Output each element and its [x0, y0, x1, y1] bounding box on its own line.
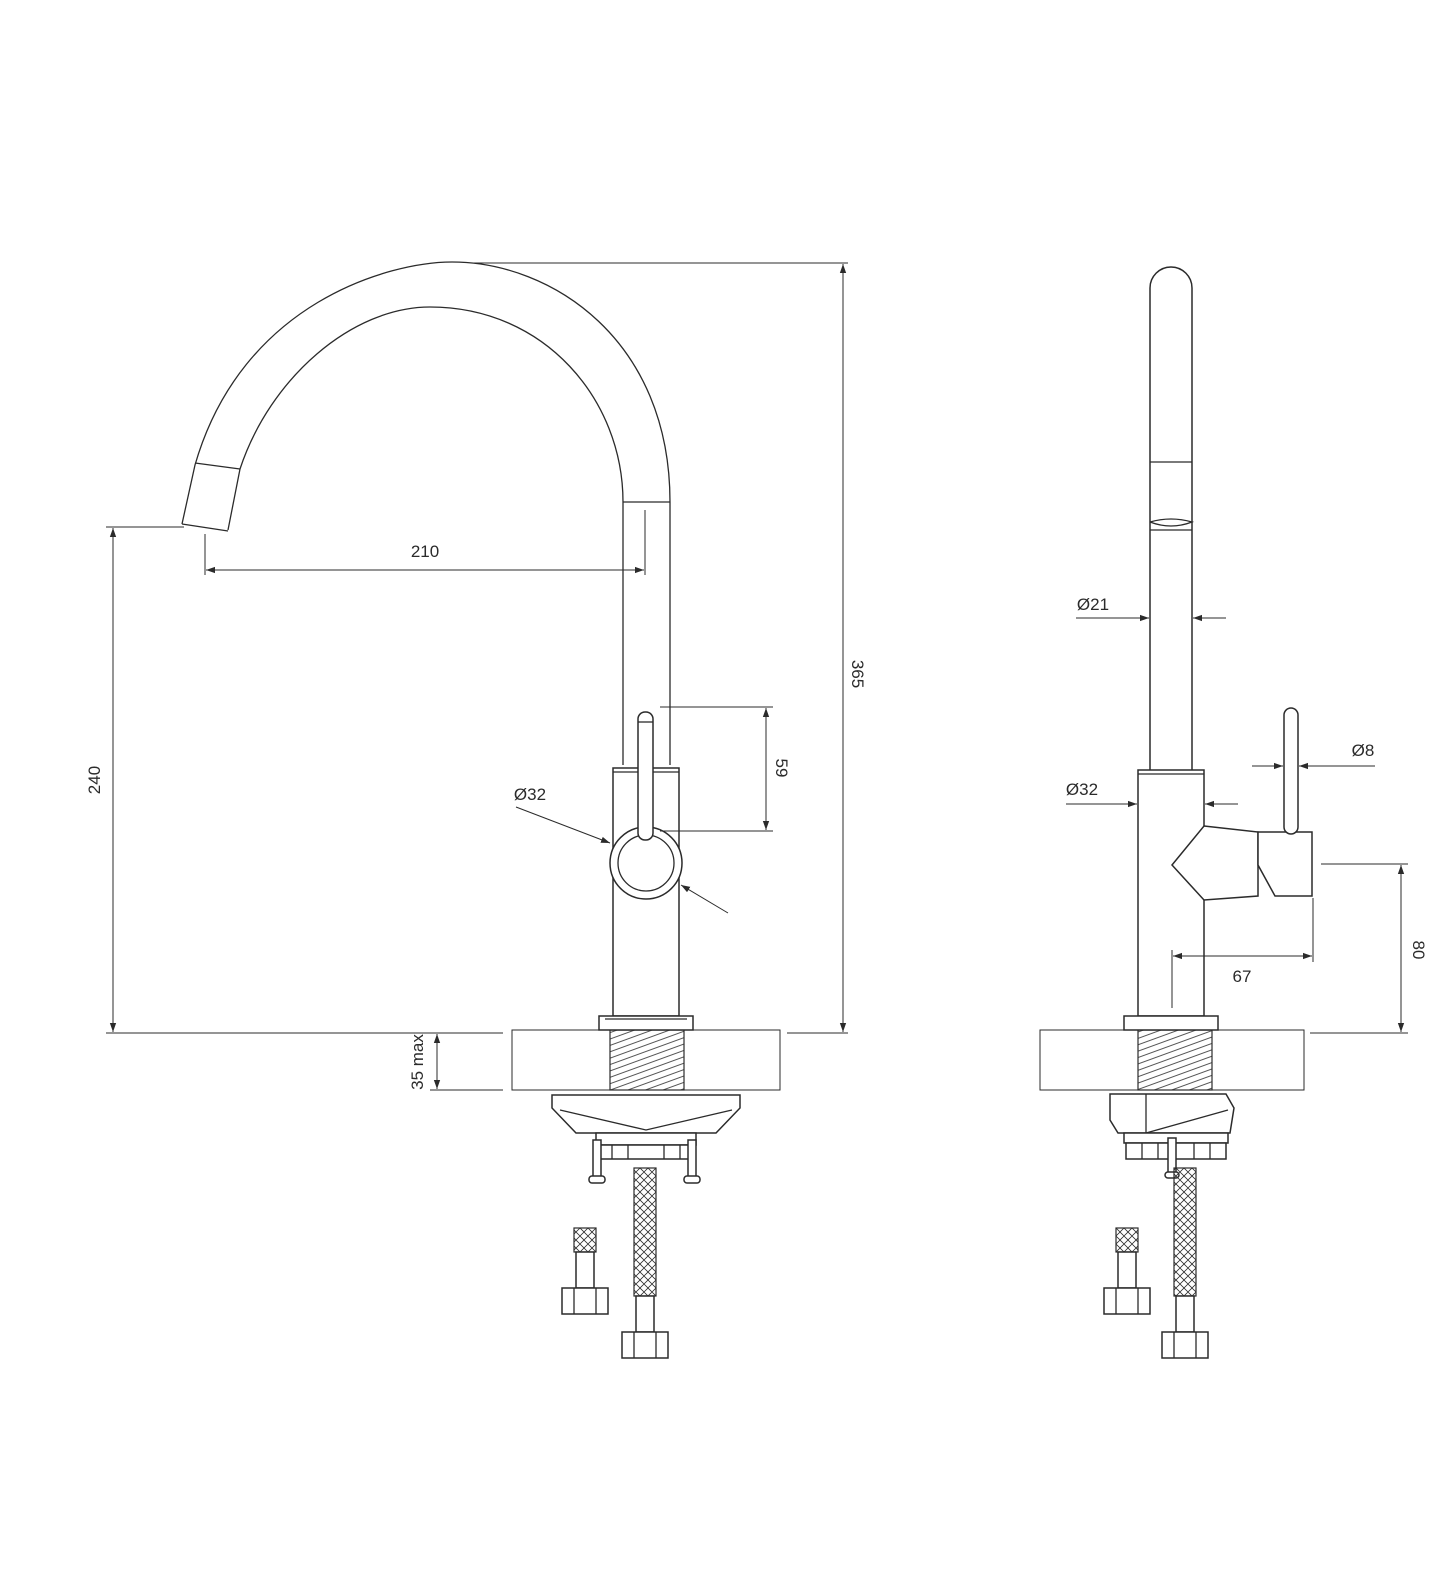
dim-spout-reach: 210 [411, 542, 439, 561]
lever-side [1283, 707, 1299, 835]
body-side [1137, 769, 1205, 1017]
front-dimensions: 210 240 365 59 Ø32 35 max [85, 262, 867, 1091]
spout-outer-edge [181, 261, 671, 765]
dim-body-diameter: Ø32 [514, 785, 546, 804]
front-countertop [511, 1029, 781, 1091]
dim-mount-thickness: 35 max [408, 1034, 427, 1090]
dim-spout-height: 240 [85, 766, 104, 794]
dim-lever-height: 59 [772, 759, 791, 778]
side-view: Ø21 Ø8 Ø32 67 80 [1039, 266, 1428, 1359]
dim-lever-axis-height: 80 [1409, 941, 1428, 960]
side-countertop [1039, 1029, 1305, 1091]
dim-side-body-diameter: Ø32 [1066, 780, 1098, 799]
lever [637, 711, 654, 841]
base-flange [598, 1015, 694, 1031]
dim-lever-diameter: Ø8 [1352, 741, 1375, 760]
front-view: 210 240 365 59 Ø32 35 max [85, 261, 867, 1359]
front-faucet [181, 261, 694, 1031]
side-faucet [1123, 266, 1313, 1031]
side-dimensions: Ø21 Ø8 Ø32 67 80 [1066, 595, 1428, 1034]
dim-total-height: 365 [848, 660, 867, 688]
side-mounting-kit [1103, 1093, 1235, 1359]
spout-inner-edge [227, 306, 624, 765]
dim-spout-diameter: Ø21 [1077, 595, 1109, 614]
dim-lever-reach: 67 [1233, 967, 1252, 986]
front-mounting-kit [551, 1094, 741, 1359]
